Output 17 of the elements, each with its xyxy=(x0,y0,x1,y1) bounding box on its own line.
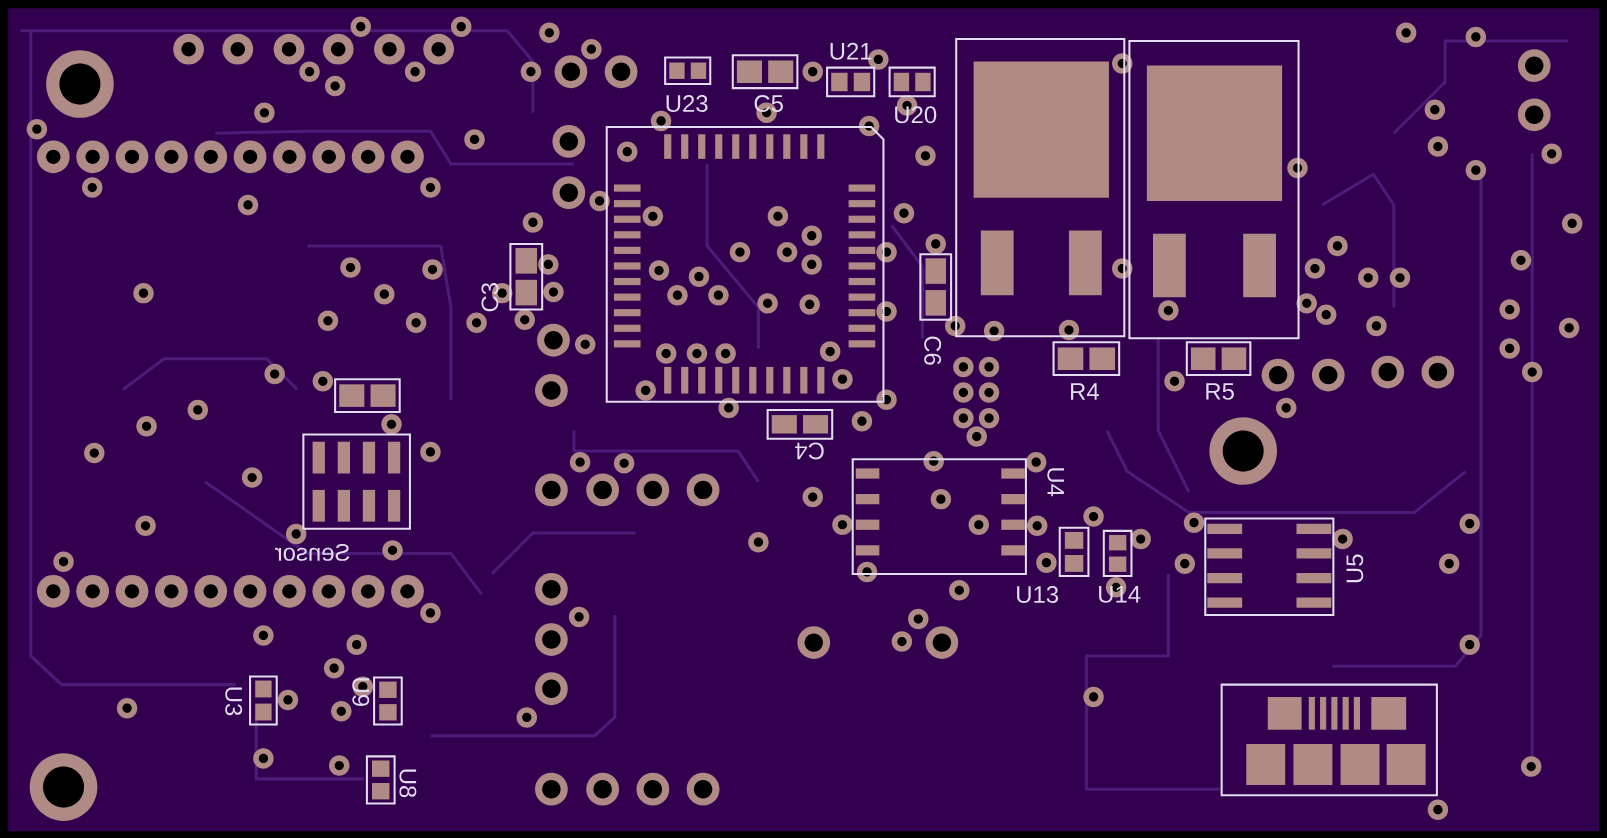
silkscreen-label: U5 xyxy=(1346,554,1364,583)
silkscreen-label: Sensor xyxy=(275,543,350,561)
silkscreen-label: U14 xyxy=(1099,586,1141,603)
silkscreen-label: C4 xyxy=(795,442,824,460)
silkscreen-label: U3 xyxy=(225,687,243,716)
silkscreen-label: U8 xyxy=(399,769,417,798)
silkscreen-label: U21 xyxy=(830,42,872,60)
silkscreen-label: U13 xyxy=(1017,585,1059,603)
silkscreen-label: U4 xyxy=(1047,468,1064,497)
silkscreen-label: U20 xyxy=(895,106,937,124)
silkscreen-label: R4 xyxy=(1071,383,1099,400)
silkscreen-label: C5 xyxy=(754,95,783,112)
silkscreen-label: R5 xyxy=(1206,383,1234,400)
silkscreen-label: U9 xyxy=(352,678,370,706)
silkscreen-label: C3 xyxy=(481,283,499,312)
silkscreen-label: C6 xyxy=(924,336,942,365)
silkscreen-label: U23 xyxy=(666,95,708,112)
